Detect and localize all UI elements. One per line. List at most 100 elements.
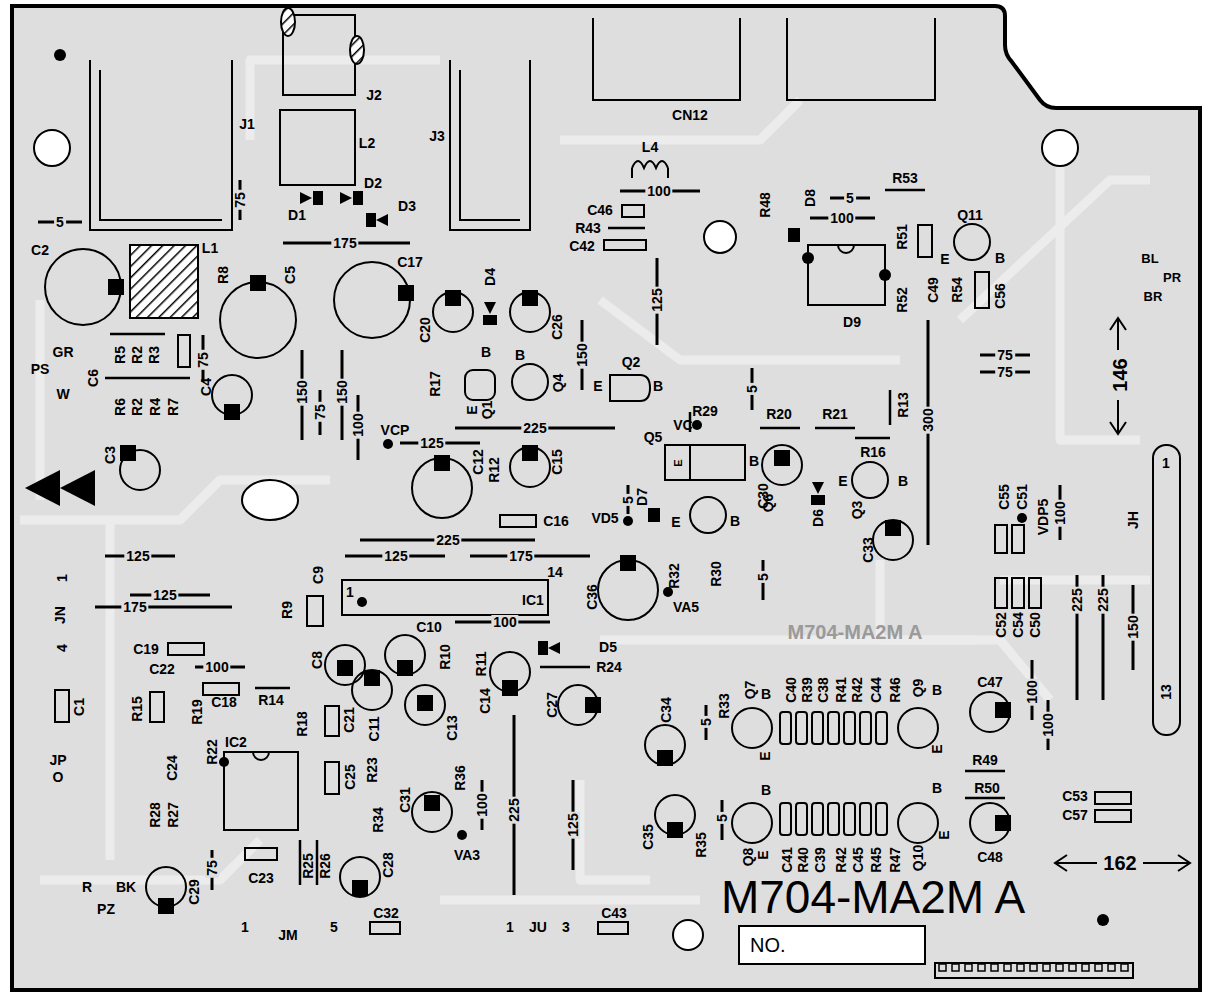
part-label: BL xyxy=(1141,252,1158,265)
part-label: R21 xyxy=(822,407,848,421)
part-label: R41 xyxy=(834,677,848,703)
resistor-line xyxy=(760,427,800,430)
pin-number: 5 xyxy=(330,920,338,934)
dimension-arrow xyxy=(1143,862,1190,864)
pin-number: 13 xyxy=(1159,684,1173,700)
part-label: CN12 xyxy=(672,108,708,122)
transistor-outline xyxy=(465,224,990,843)
part-label: C3 xyxy=(103,446,117,464)
part-label: D4 xyxy=(483,268,497,286)
jumper-value: 125 xyxy=(124,549,151,563)
part-label: B xyxy=(761,783,771,797)
part-label: R50 xyxy=(974,781,1000,795)
test-point xyxy=(623,516,633,526)
capacitor-outline xyxy=(412,792,452,832)
resistor-line xyxy=(885,189,925,192)
resistor-outline xyxy=(1029,578,1041,608)
capacitor-pad xyxy=(250,275,266,291)
mounting-hole xyxy=(34,130,70,166)
jumper-value: 5 xyxy=(715,812,729,824)
part-label: R10 xyxy=(438,644,452,670)
part-label: W xyxy=(56,387,69,401)
ic-outline xyxy=(838,245,854,253)
jumper-value: 175 xyxy=(507,549,534,563)
resistor-line xyxy=(105,190,1005,885)
test-point xyxy=(1017,513,1027,523)
part-label: R2 xyxy=(130,346,144,364)
part-label: E xyxy=(465,405,479,414)
capacitor-pad xyxy=(995,815,1011,831)
capacitor-outline xyxy=(325,645,365,685)
capacitor-pad xyxy=(398,285,414,301)
test-point xyxy=(457,830,467,840)
part-label: C18 xyxy=(211,695,237,709)
part-label: R7 xyxy=(166,398,180,416)
part-label: R51 xyxy=(895,224,909,250)
part-label: Q11 xyxy=(957,208,983,222)
capacitor-pad xyxy=(522,445,538,461)
part-label: PS xyxy=(31,362,50,376)
jumper-value: 175 xyxy=(121,600,148,614)
part-label: VCP xyxy=(381,423,410,437)
resistor-outline xyxy=(860,712,871,744)
resistor-outline xyxy=(796,803,807,835)
part-label: R4 xyxy=(148,398,162,416)
part-label: R6 xyxy=(113,398,127,416)
part-label: R42 xyxy=(834,847,848,873)
jumper-value: 5 xyxy=(745,383,759,395)
dimension-arrow xyxy=(1110,318,1126,330)
part-label: B xyxy=(932,683,942,697)
jumper-value: 150 xyxy=(1126,613,1140,640)
part-label: D1 xyxy=(288,208,306,222)
part-label: D8 xyxy=(803,189,817,207)
capacitor-outline xyxy=(405,685,445,725)
dimension-arrow xyxy=(1055,855,1067,871)
connector-outline xyxy=(280,110,355,185)
part-label: R53 xyxy=(892,171,918,185)
resistor-line xyxy=(889,390,892,425)
resistor-outline xyxy=(150,692,164,722)
resistor-outline xyxy=(325,762,339,794)
part-label: R36 xyxy=(453,765,467,791)
resistor-outline xyxy=(975,272,989,308)
part-label: C19 xyxy=(133,642,159,656)
part-label: C45 xyxy=(851,847,865,873)
part-label: C40 xyxy=(784,677,798,703)
part-label: VD5 xyxy=(591,511,618,525)
resistor-line xyxy=(608,227,645,230)
transistor-outline xyxy=(732,803,772,843)
resistor-outline xyxy=(203,683,239,695)
capacitor-outline xyxy=(45,249,1010,907)
part-label: O xyxy=(53,770,64,784)
diode-symbol xyxy=(353,191,363,205)
capacitor-outline xyxy=(385,635,425,675)
part-label: R23 xyxy=(365,757,379,783)
capacitor-outline xyxy=(340,857,380,897)
jumper-value: 5 xyxy=(699,716,713,728)
part-label: D3 xyxy=(398,199,416,213)
transistor-outline xyxy=(732,708,772,748)
part-label: C38 xyxy=(816,677,830,703)
part-label: C5 xyxy=(283,266,297,284)
capacitor-pad xyxy=(522,290,538,306)
connector-outline xyxy=(787,18,935,100)
resistor-outline xyxy=(1095,792,1131,804)
part-label: B xyxy=(761,687,771,701)
pin-number: 1 xyxy=(241,920,249,934)
part-label: GR xyxy=(53,345,74,359)
capacitor-outline xyxy=(762,445,802,485)
part-label: R27 xyxy=(166,802,180,828)
transistor-outline xyxy=(898,803,938,843)
part-label: C22 xyxy=(149,662,175,676)
jumper-value: 100 xyxy=(828,211,855,225)
part-label: J1 xyxy=(239,117,255,131)
ic-pin-marker xyxy=(219,757,229,767)
resistor-outline xyxy=(1012,525,1024,553)
part-label: IC1 xyxy=(522,593,544,607)
part-label: C56 xyxy=(993,283,1007,309)
dimension-arrow xyxy=(1110,422,1126,434)
part-label: C9 xyxy=(311,566,325,584)
